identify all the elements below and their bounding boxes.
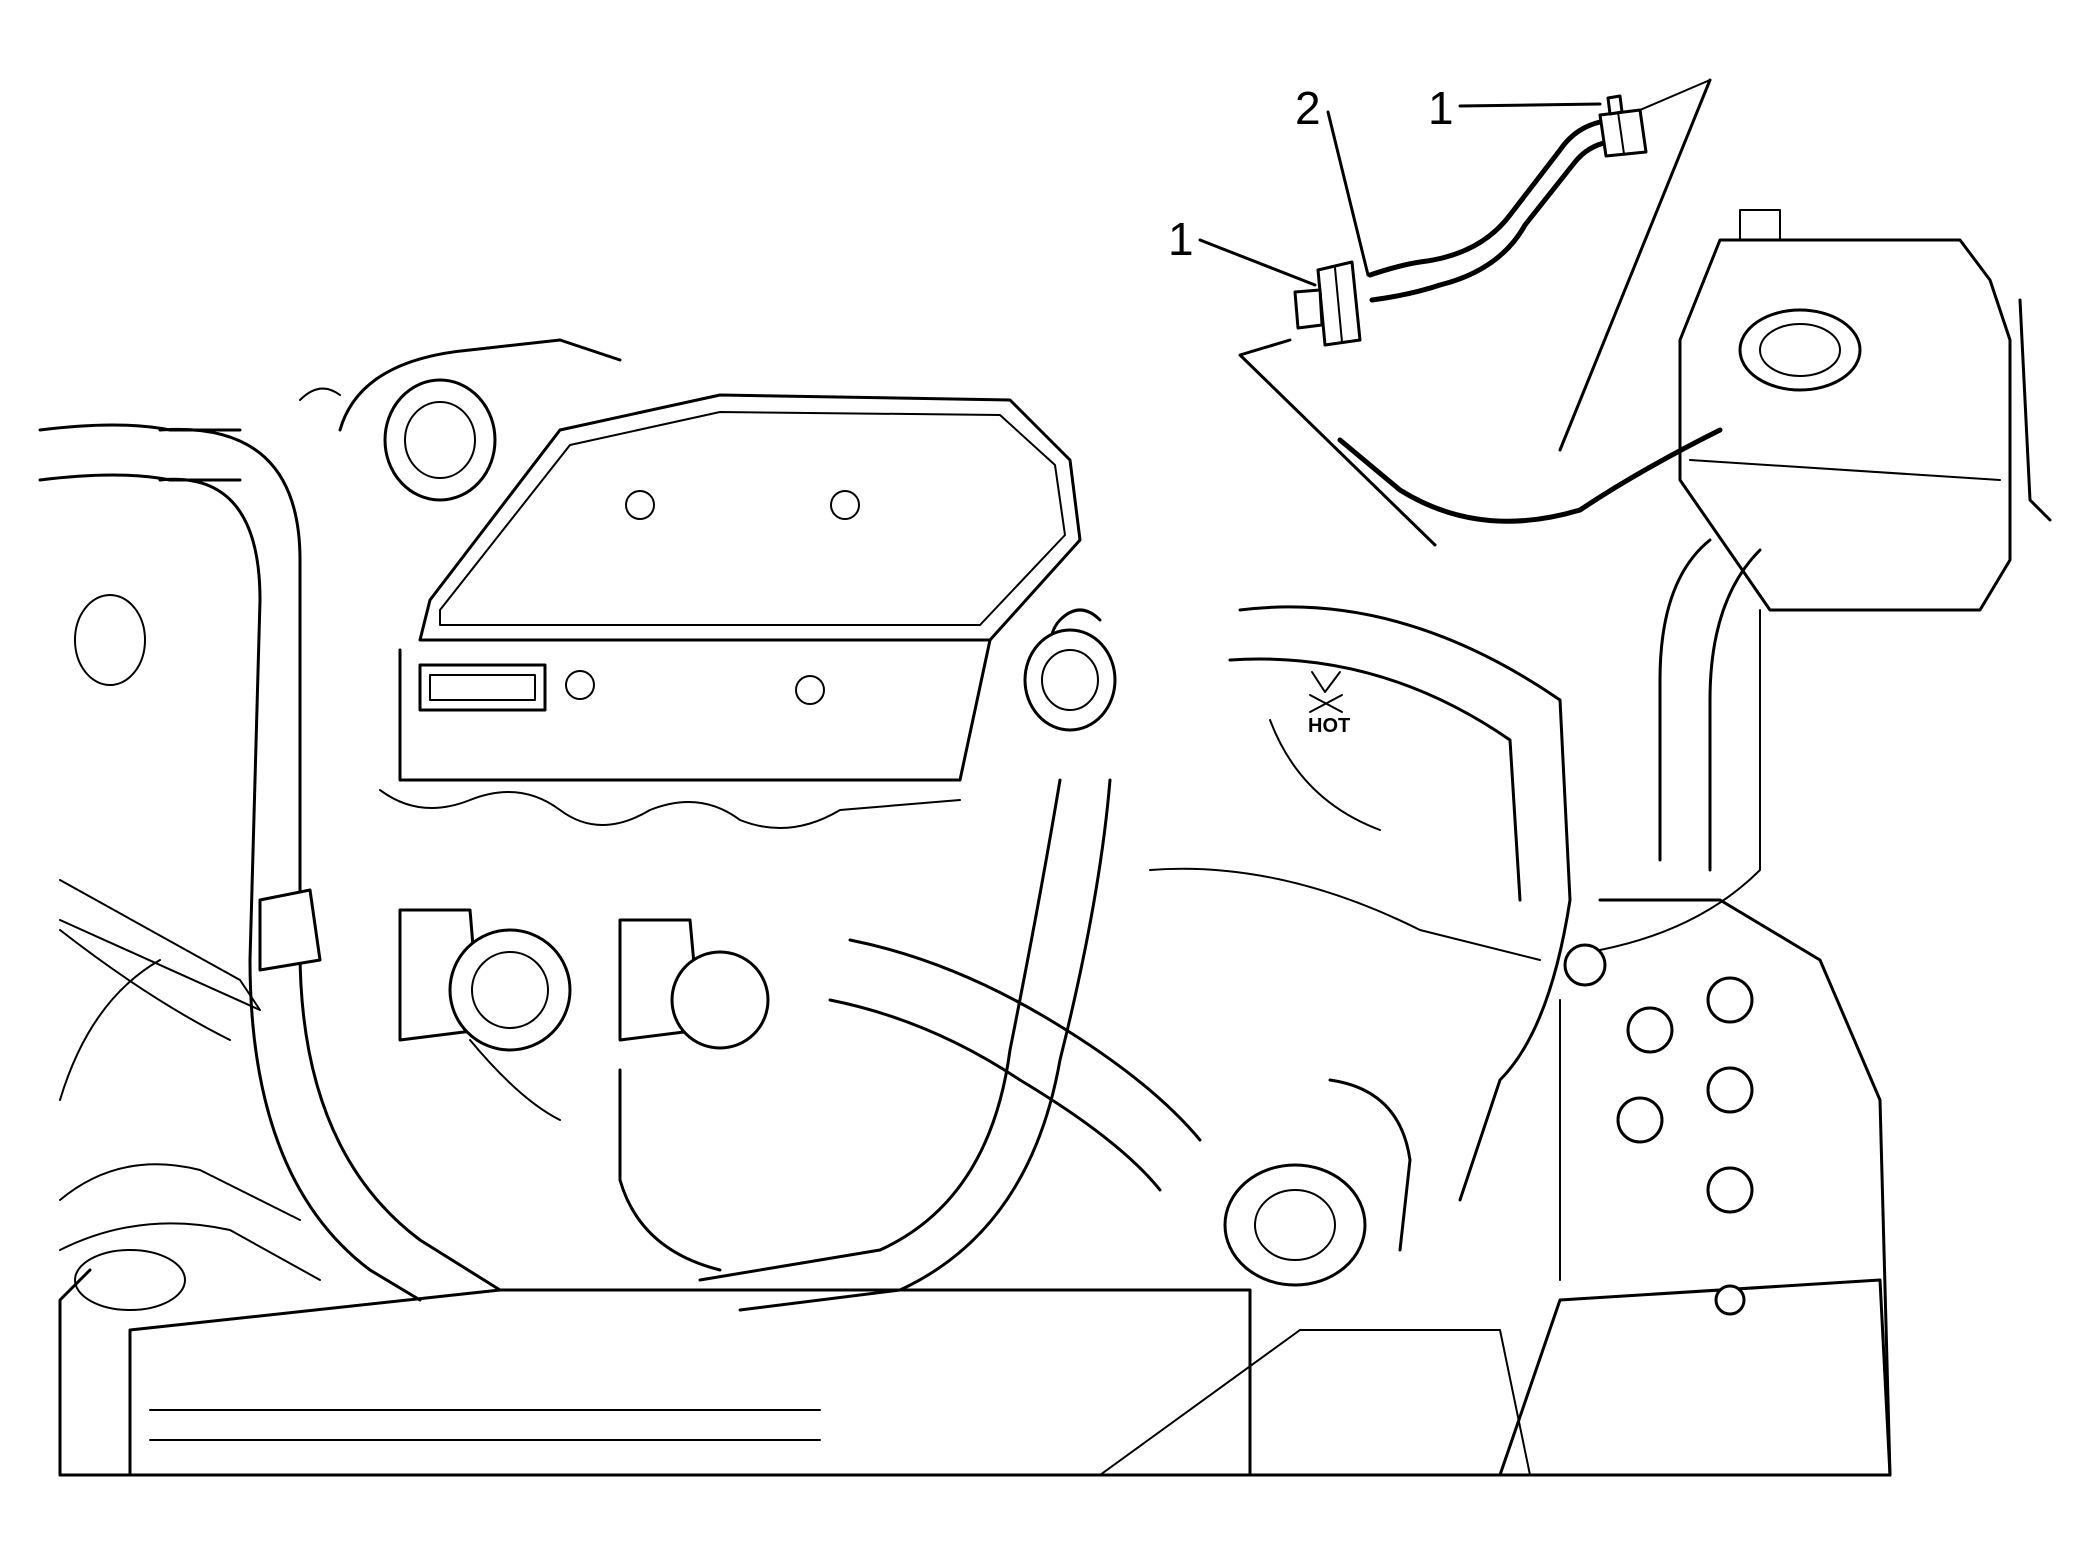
hose-clamp-right: [1598, 94, 1648, 158]
callout-1-left-label: 1: [1168, 213, 1194, 265]
hot-warning-label: HOT: [1308, 715, 1350, 737]
engine-compartment-linework: [38, 209, 2052, 1477]
callout-1-right-label: 1: [1428, 82, 1454, 134]
hose-clamp-left: [1293, 260, 1362, 347]
highlighted-coolant-hose: [1293, 94, 1648, 347]
exploded-view-lines: [1238, 78, 1712, 547]
callout-2-label: 2: [1295, 82, 1321, 134]
callout-leaders: [1198, 102, 1602, 287]
hot-surface-warning-icon: HOT: [1308, 671, 1350, 737]
